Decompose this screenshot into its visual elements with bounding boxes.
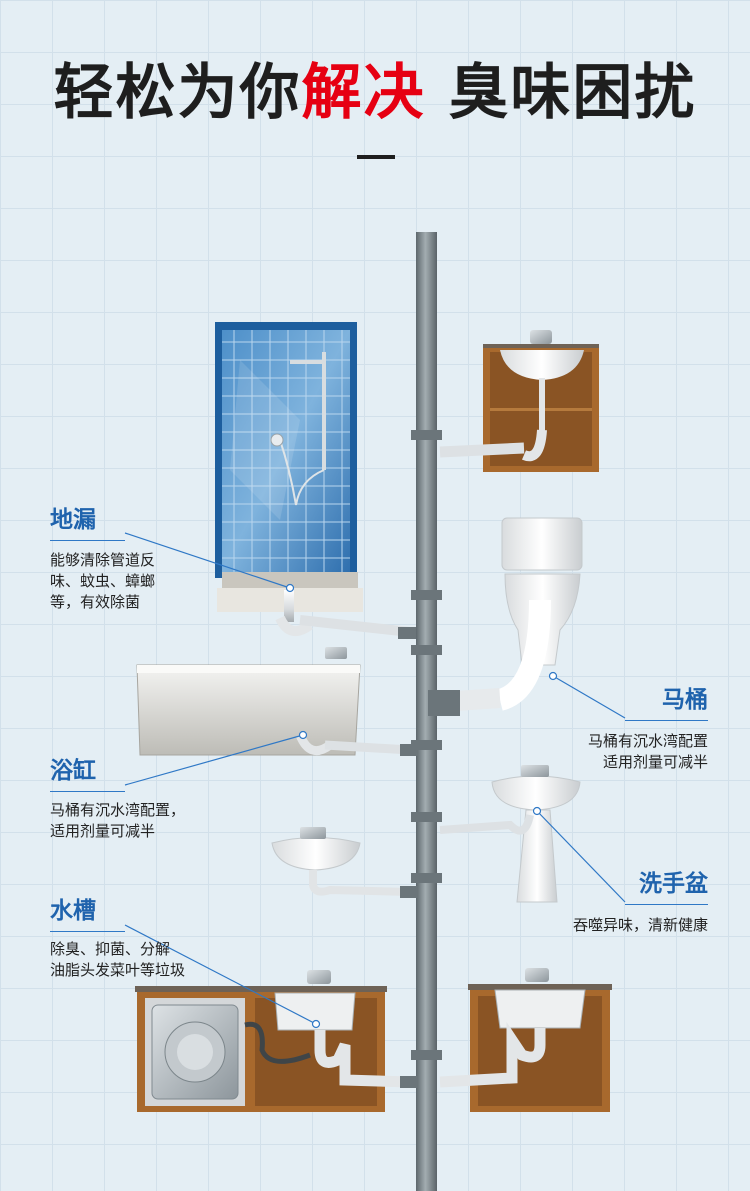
label-toilet: 马桶 — [625, 686, 708, 721]
wall-washbasin — [271, 827, 418, 898]
callout-leaders — [124, 532, 626, 1029]
main-drain-stack — [411, 232, 442, 1191]
pedestal-washbasin — [439, 765, 581, 903]
desc-floor-drain: 能够清除管道反 味、蚊虫、蟑螂 等，有效除菌 — [50, 551, 156, 611]
title-underline — [357, 155, 395, 159]
desc-bathtub: 马桶有沉水湾配置， 适用剂量可减半 — [50, 801, 186, 840]
toilet — [428, 517, 583, 716]
label-floor-drain: 地漏 — [50, 506, 125, 541]
desc-toilet: 马桶有沉水湾配置 适用剂量可减半 — [587, 732, 708, 771]
kitchen-sink-cabinet-right — [439, 968, 612, 1112]
shower-enclosure — [215, 322, 363, 612]
floor-drain-trap — [275, 590, 416, 639]
upper-vanity-cabinet — [439, 330, 599, 472]
label-sink: 水槽 — [50, 897, 125, 932]
desc-washbasin: 吞噬异味，清新健康 — [572, 916, 708, 934]
desc-sink: 除臭、抑菌、分解 油脂头发菜叶等垃圾 — [50, 940, 186, 979]
bathtub — [136, 647, 418, 756]
page-title: 轻松为你解决 臭味困扰 — [53, 58, 697, 128]
label-bathtub: 浴缸 — [50, 757, 125, 792]
title-highlight: 解决 — [301, 58, 426, 128]
label-washbasin: 洗手盆 — [625, 870, 708, 905]
kitchen-sink-cabinet — [135, 970, 418, 1112]
